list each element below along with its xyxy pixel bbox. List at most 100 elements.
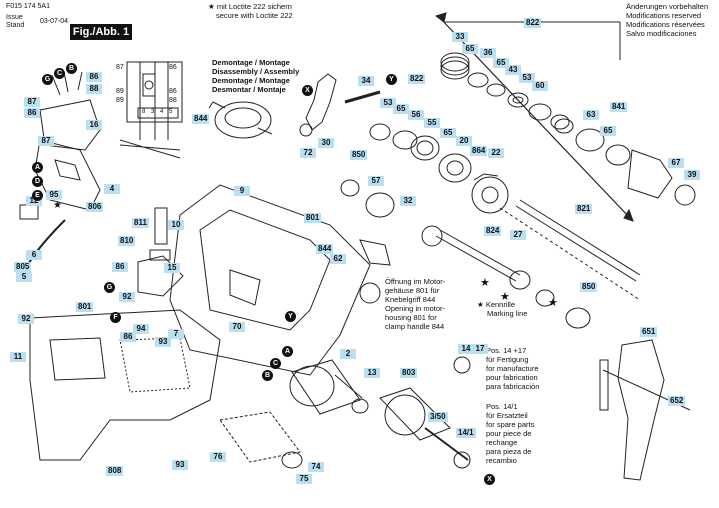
callout-20: 20	[456, 136, 472, 146]
figure-tag: Fig./Abb. 1	[70, 24, 132, 40]
callout-822-top: 822	[524, 18, 542, 28]
callout-14-1: 14/1	[456, 428, 476, 438]
callout-850-top: 850	[350, 150, 368, 160]
wiring-label-8: 8	[142, 109, 146, 115]
clutch-chain	[369, 123, 509, 214]
wiring-label-3: 3	[151, 109, 155, 115]
wiring-label-86-b: 86	[169, 88, 177, 95]
demontage-note: Demontage / Montage Disassembly / Assemb…	[212, 58, 300, 94]
callout-56: 56	[408, 110, 424, 120]
callout-87-b: 87	[38, 136, 54, 146]
callout-841: 841	[610, 102, 628, 112]
callout-65-c: 65	[393, 104, 409, 114]
callout-10: 10	[168, 220, 184, 230]
callout-5: 5	[16, 272, 32, 282]
pos14-note: Pos. 14 +17 für Fertigung for manufactur…	[486, 346, 540, 391]
callout-67: 67	[668, 158, 684, 168]
callout-13: 13	[364, 368, 380, 378]
gasket-76	[219, 411, 301, 463]
callout-36: 36	[480, 48, 496, 58]
callout-55: 55	[424, 118, 440, 128]
callout-12: 12	[26, 196, 42, 206]
callout-34: 34	[358, 76, 374, 86]
star-icon: ★	[477, 300, 484, 309]
spindle-shaft	[340, 179, 641, 329]
wiring-label-86-a: 86	[169, 64, 177, 71]
wiring-label-89-a: 89	[116, 88, 124, 95]
callout-75: 75	[296, 474, 312, 484]
callout-844-demontage: 844	[192, 114, 210, 124]
switch-15	[137, 255, 184, 297]
side-handle-651	[617, 339, 665, 481]
axis-arrow-end	[623, 208, 634, 222]
callout-824: 824	[484, 226, 502, 236]
ref-letter-b-top: B	[66, 63, 77, 74]
callout-17: 17	[472, 344, 488, 354]
callout-53-b: 53	[380, 98, 396, 108]
callout-86-a: 86	[86, 72, 102, 82]
callout-65-b: 65	[493, 58, 509, 68]
callout-806: 806	[86, 202, 104, 212]
callout-32: 32	[400, 196, 416, 206]
knurl-note: ★ Kennrille Marking line	[477, 300, 528, 318]
callout-805: 805	[14, 262, 32, 272]
wiring-label-88: 88	[169, 97, 177, 104]
callout-74: 74	[308, 462, 324, 472]
callout-811: 811	[132, 218, 149, 228]
callout-803: 803	[400, 368, 418, 378]
ref-letter-y-top: Y	[386, 74, 397, 85]
callout-9: 9	[234, 186, 250, 196]
stand-label: Stand	[6, 22, 25, 29]
ref-letter-c-bottom: C	[270, 358, 281, 369]
spring-stack	[440, 52, 696, 206]
callout-53: 53	[519, 73, 535, 83]
callout-27: 27	[510, 230, 526, 240]
callout-810: 810	[118, 236, 136, 246]
ref-letter-g-top: G	[42, 74, 53, 85]
callout-844-housing: 844	[316, 244, 334, 254]
ref-letter-b-bottom: B	[262, 370, 273, 381]
issue-date: 03-07-04	[40, 18, 69, 25]
callout-822-mid: 822	[408, 74, 426, 84]
star-marker-1: ★	[480, 277, 490, 289]
callout-864: 864	[470, 146, 488, 156]
ref-letter-c-top: C	[54, 68, 65, 79]
loctite-note: ★ mit Loctite 222 sichern secure with Lo…	[208, 2, 293, 20]
callout-87-a: 87	[24, 97, 40, 107]
callout-95: 95	[46, 190, 62, 200]
opening-note: Öffnung im Motor- gehäuse 801 für Knebel…	[385, 277, 446, 331]
wiring-label-5: 5	[169, 109, 173, 115]
callout-16: 16	[86, 120, 102, 130]
callout-76: 76	[210, 452, 226, 462]
callout-63: 63	[583, 110, 599, 120]
issue-label: Issue	[6, 14, 23, 21]
handle-844-detail	[214, 101, 272, 139]
callout-3-50: 3/50	[428, 412, 448, 422]
callout-57: 57	[368, 176, 384, 186]
callout-30: 30	[318, 138, 334, 148]
callout-11: 11	[10, 352, 26, 362]
armature-2	[291, 359, 361, 415]
callout-808: 808	[106, 466, 124, 476]
callout-6: 6	[26, 250, 42, 260]
star-marker-2: ★	[500, 291, 510, 303]
pos141-note: Pos. 14/1 für Ersatzteil for spare parts…	[486, 402, 535, 465]
callout-801-housing: 801	[304, 213, 322, 223]
brush-holder-811	[154, 207, 168, 245]
callout-88: 88	[86, 84, 102, 94]
callout-39: 39	[684, 170, 700, 180]
callout-652: 652	[668, 396, 686, 406]
callout-14: 14	[458, 344, 474, 354]
wiring-label-87: 87	[116, 64, 124, 71]
ref-letter-e-left: E	[32, 190, 43, 201]
modifications-note: Änderungen vorbehalten Modifications res…	[626, 2, 709, 38]
clamp-30	[305, 73, 337, 131]
pin-34	[344, 90, 381, 104]
ref-letter-g-mid: G	[104, 282, 115, 293]
ref-letter-x-bottom: X	[484, 474, 495, 485]
callout-93-a: 93	[155, 337, 171, 347]
callout-65-d: 65	[440, 128, 456, 138]
callout-92-a: 92	[119, 292, 135, 302]
drawing-code: F015 174 5A1	[6, 3, 50, 10]
callout-86-c: 86	[112, 262, 128, 272]
